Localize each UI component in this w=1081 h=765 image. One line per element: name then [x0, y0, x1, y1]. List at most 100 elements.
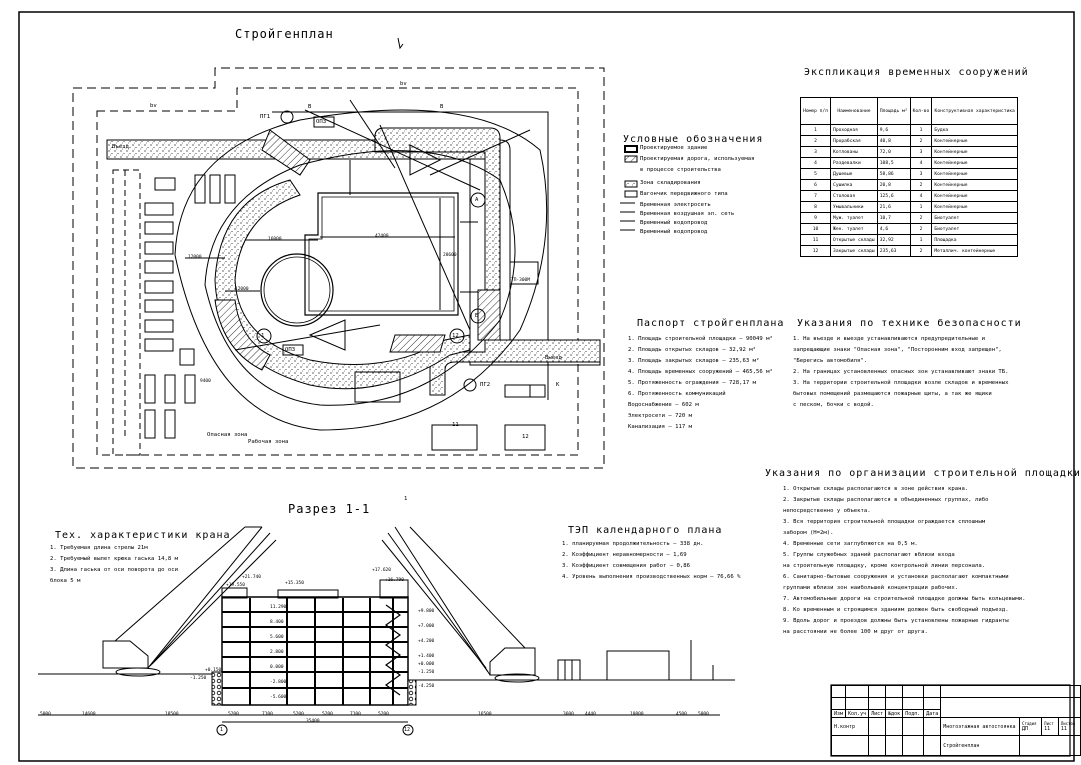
list-item: 3. Вся территория строительной площадки … [783, 519, 986, 525]
level-label: +0.000 [418, 662, 435, 667]
level-label: 5.600 [270, 635, 284, 640]
axis-A-label: А [475, 197, 479, 203]
stamp-sheet-name: Стройгенплан [940, 735, 1021, 756]
table-cell: 3 [909, 168, 933, 180]
table-cell: 5 [799, 168, 832, 180]
axis-B-label: Б [475, 313, 479, 319]
section-title: Разрез 1-1 [288, 502, 371, 516]
list-item: 4. Уровень выполнения производственных н… [562, 574, 741, 580]
level-label: -4.250 [418, 684, 435, 689]
ground-dim: 5000 [40, 712, 51, 717]
level-label: +19.550 [226, 583, 245, 588]
table-cell: Жен. туалет [830, 223, 878, 235]
level-label: +21.740 [242, 575, 261, 580]
stamp-header: Лист [868, 709, 887, 718]
stamp-header: Подп. [902, 709, 925, 718]
legend-item: Временный водопровод [640, 220, 708, 226]
total-dim: 35400 [306, 719, 320, 724]
table-cell: 8 [799, 201, 832, 213]
table-cell: Муж. туалет [830, 212, 878, 224]
storage-11-label: 11 [452, 422, 459, 428]
temp-power-line [96, 87, 579, 456]
crane-circle [260, 253, 334, 327]
road-exit-label: Выезд [545, 355, 562, 361]
table-cell: Душевые [830, 168, 878, 180]
stairs [384, 604, 402, 696]
stamp-header: №док [885, 709, 904, 718]
crane-stop-marker [308, 319, 346, 351]
table-cell: 235,63 [876, 245, 911, 257]
section-axis-1 [216, 724, 228, 736]
stamp-header: Изм [830, 709, 847, 718]
crane-left [102, 526, 277, 677]
legend-item: Зона складирования [640, 180, 701, 186]
net-bv-label: bv [400, 81, 407, 87]
list-item: "Берегись автомобиля". [793, 358, 868, 364]
checkpoint-1-label: ОПЗ [316, 119, 327, 125]
table-cell: Биотуалет [931, 223, 1018, 235]
work-zone-arc [204, 150, 516, 406]
list-item: 2. Закрытые склады располагаются в объед… [783, 497, 989, 503]
span-dim: 7100 [262, 712, 273, 717]
list-item: 6. Санитарно-бытовые сооружения и устано… [783, 574, 1009, 580]
crane-title: Тех. характеристики крана [55, 530, 231, 541]
table-cell: Металлич. контейнерные [931, 245, 1018, 257]
legend-list: Проектируемое здание Проектируемая дорог… [640, 143, 755, 236]
list-item: 3. Площадь закрытых складов – 235,63 м² [628, 358, 760, 364]
north-arrow [397, 37, 404, 50]
storage-12-label: 12 [522, 434, 529, 440]
span-dim: 5200 [378, 712, 389, 717]
list-item: Канализация – 117 м [628, 424, 692, 430]
level-label: +17.620 [372, 568, 391, 573]
list-item: Электросети – 720 м [628, 413, 692, 419]
table-cell: 1 [909, 234, 933, 246]
list-item: Водоснабжение – 602 м [628, 402, 699, 408]
list-item: 1. На въезде и выезде устанавливаются пр… [793, 336, 985, 342]
passport-title: Паспорт стройгенплана [637, 318, 785, 329]
hydrant-1 [280, 110, 294, 124]
list-item: 1. планируемая продолжительность – 338 д… [562, 541, 704, 547]
list-item: с песком, бочки с водой. [793, 402, 874, 408]
table-cell: Столовая [830, 190, 878, 202]
level-label: +7.000 [418, 624, 435, 629]
dim-12000: 12000 [235, 287, 249, 292]
list-item: 5. Группы служебных зданий располагают в… [783, 552, 955, 558]
list-item: забором (Н=2м). [783, 530, 834, 536]
list-item: 7. Автомобильные дороги на строительной … [783, 596, 1026, 602]
list-item: запрещающие знаки "Опасная зона", "Посто… [793, 347, 1002, 353]
table-cell: 1 [909, 201, 933, 213]
net-bv-label: bv [150, 103, 157, 109]
level-label: -1.250 [418, 670, 435, 675]
checkpoint-1 [313, 116, 335, 128]
table-cell: Сушилка [830, 179, 878, 191]
title-block-table: Изм Кол.уч Лист №док Подп. Дата Н.контр … [830, 685, 1081, 756]
table-cell: Котлованы [830, 146, 878, 158]
level-label: +16.790 [385, 578, 404, 583]
passport-list: 1. Площадь строительной площадки – 90049… [628, 334, 773, 433]
section-marker: 1 [404, 496, 408, 502]
table-cell: 11 [799, 234, 832, 246]
safety-list: 1. На въезде и выезде устанавливаются пр… [793, 334, 1009, 411]
legend-symbols [620, 145, 638, 231]
table-cell: Площадка [931, 234, 1018, 246]
table-cell: 125,6 [876, 190, 911, 202]
table-cell: Контейнерные [931, 168, 1018, 180]
ground-dim: 14600 [82, 712, 96, 717]
stamp-header: Кол.уч [845, 709, 870, 718]
table-cell: 2 [909, 179, 933, 191]
legend-item: Временный водопровод [640, 229, 708, 235]
safety-title: Указания по технике безопасности [797, 318, 1022, 329]
table-cell: Будка [931, 124, 1018, 136]
table-cell: 32,92 [876, 234, 911, 246]
legend-title: Условные обозначения [623, 134, 764, 145]
dim-9400: 9400 [200, 379, 211, 384]
list-item: 2. Площадь открытых складов – 32,92 м² [628, 347, 756, 353]
site-plan [72, 67, 605, 469]
